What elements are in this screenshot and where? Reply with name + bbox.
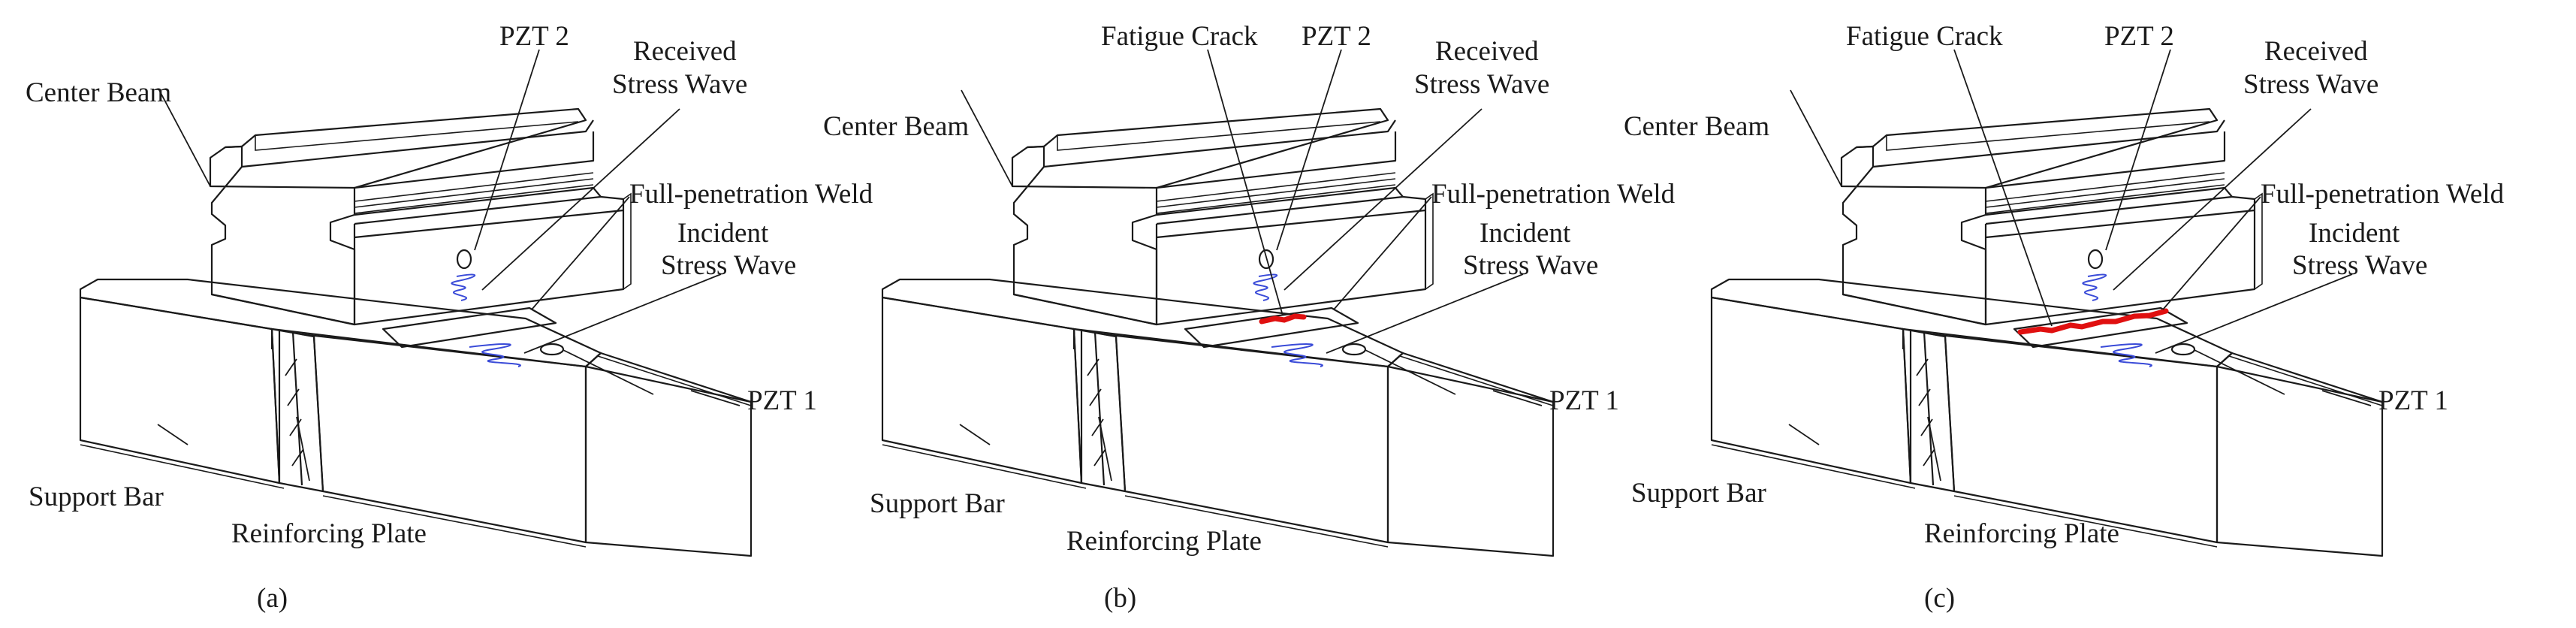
label-received-1: Received xyxy=(2264,36,2368,67)
structure-drawing xyxy=(79,107,753,557)
caption-b: (b) xyxy=(1104,583,1136,614)
label-received-2: Stress Wave xyxy=(1414,69,1549,100)
label-pzt2: PZT 2 xyxy=(2104,21,2174,52)
label-incident-2: Stress Wave xyxy=(1463,250,1598,281)
label-weld: Full-penetration Weld xyxy=(1431,179,1676,210)
label-support-bar: Support Bar xyxy=(1631,478,1766,509)
caption-a: (a) xyxy=(257,583,288,614)
label-received-2: Stress Wave xyxy=(612,69,747,100)
label-pzt1: PZT 1 xyxy=(2378,385,2448,416)
label-center-beam: Center Beam xyxy=(823,111,969,142)
caption-c: (c) xyxy=(1924,583,1955,614)
label-received-1: Received xyxy=(1435,36,1539,67)
fatigue-crack xyxy=(2017,308,2169,335)
label-pzt2: PZT 2 xyxy=(499,21,569,52)
label-incident-1: Incident xyxy=(2309,218,2400,249)
panel-b: Fatigue Crack PZT 2 Received Stress Wave… xyxy=(823,21,1676,614)
label-incident-2: Stress Wave xyxy=(2292,250,2427,281)
label-reinforcing-plate: Reinforcing Plate xyxy=(231,518,427,549)
panel-a: PZT 2 Received Stress Wave Center Beam F… xyxy=(26,21,873,614)
label-center-beam: Center Beam xyxy=(1624,111,1769,142)
label-pzt1: PZT 1 xyxy=(747,385,817,416)
label-support-bar: Support Bar xyxy=(29,482,164,512)
label-center-beam: Center Beam xyxy=(26,77,171,108)
panel-c: Fatigue Crack PZT 2 Received Stress Wave… xyxy=(1624,21,2505,614)
label-received-2: Stress Wave xyxy=(2243,69,2378,100)
label-reinforcing-plate: Reinforcing Plate xyxy=(1066,526,1262,557)
label-pzt2: PZT 2 xyxy=(1302,21,1371,52)
label-fatigue-crack: Fatigue Crack xyxy=(1846,21,2003,52)
label-weld: Full-penetration Weld xyxy=(629,179,873,210)
label-weld: Full-penetration Weld xyxy=(2261,179,2505,210)
label-incident-1: Incident xyxy=(677,218,769,249)
label-received-1: Received xyxy=(633,36,737,67)
label-support-bar: Support Bar xyxy=(870,488,1005,519)
label-incident-1: Incident xyxy=(1480,218,1571,249)
label-reinforcing-plate: Reinforcing Plate xyxy=(1924,518,2119,549)
label-incident-2: Stress Wave xyxy=(661,250,796,281)
label-fatigue-crack: Fatigue Crack xyxy=(1101,21,1258,52)
fatigue-crack xyxy=(1259,313,1307,325)
label-pzt1: PZT 1 xyxy=(1549,385,1619,416)
